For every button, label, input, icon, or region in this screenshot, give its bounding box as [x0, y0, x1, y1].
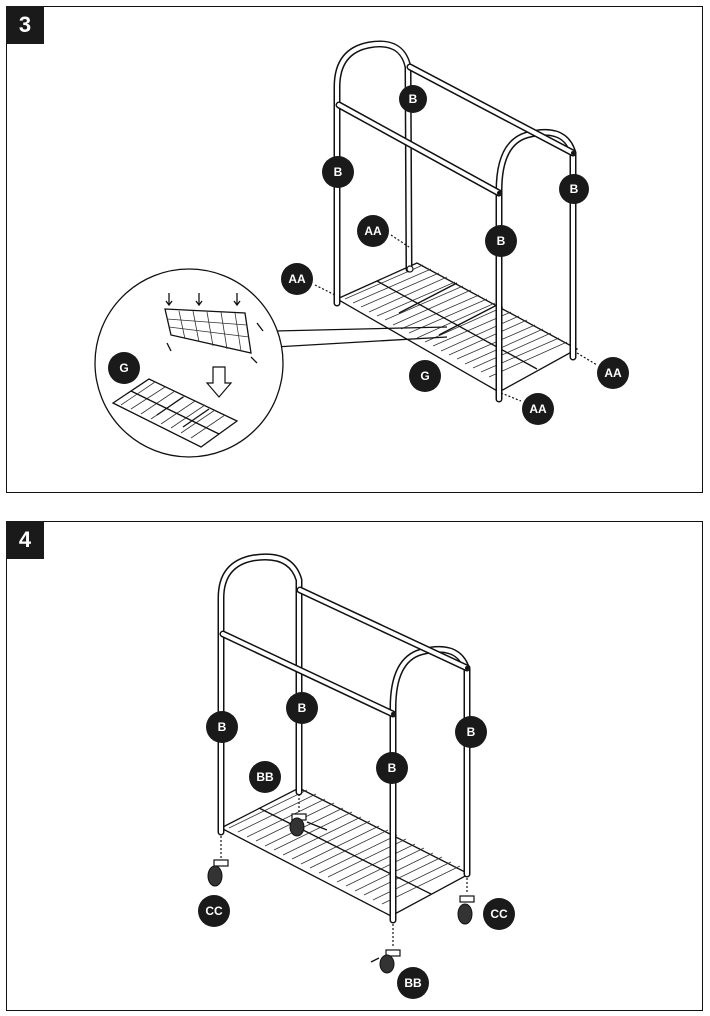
- svg-text:BB: BB: [404, 976, 422, 990]
- svg-text:AA: AA: [529, 402, 547, 416]
- label-aa-front: AA: [522, 393, 554, 425]
- svg-text:CC: CC: [205, 904, 223, 918]
- svg-text:B: B: [334, 165, 343, 179]
- svg-text:CC: CC: [490, 907, 508, 921]
- svg-text:AA: AA: [288, 272, 306, 286]
- svg-text:G: G: [119, 361, 128, 375]
- svg-text:BB: BB: [256, 770, 274, 784]
- step-number-3: 3: [6, 6, 44, 44]
- frame-b: [217, 553, 471, 924]
- label-b-top: B: [399, 85, 427, 113]
- screw-leaders: [314, 234, 598, 402]
- label-cc-right: CC: [483, 898, 515, 930]
- label-aa-back: AA: [357, 215, 389, 247]
- shelf: [219, 787, 471, 917]
- svg-text:B: B: [218, 720, 227, 734]
- label-b-front: B: [485, 225, 517, 257]
- label-g-main: G: [409, 360, 441, 392]
- label-bb-top: BB: [249, 761, 281, 793]
- step-3-panel: 3: [6, 6, 703, 493]
- svg-text:B: B: [467, 725, 476, 739]
- svg-text:B: B: [298, 701, 307, 715]
- svg-text:AA: AA: [604, 366, 622, 380]
- label-b-right: B: [559, 174, 589, 204]
- step-4-panel: 4: [6, 521, 703, 1011]
- caster-front-bb: [370, 924, 401, 974]
- svg-text:B: B: [570, 182, 579, 196]
- label-bb-bottom: BB: [397, 967, 429, 999]
- svg-text:B: B: [388, 761, 397, 775]
- label-aa-right: AA: [597, 357, 629, 389]
- label-b-right: B: [455, 716, 487, 748]
- step-4-illustration: B B B B BB BB CC CC: [198, 553, 515, 999]
- frame-b: [333, 40, 577, 403]
- caster-back-bb: [289, 794, 328, 837]
- detail-inset: [94, 268, 448, 458]
- step-3-illustration: B B B B AA AA AA AA: [94, 40, 629, 458]
- shelf-g: [335, 262, 579, 393]
- svg-text:B: B: [497, 234, 506, 248]
- svg-text:B: B: [409, 92, 418, 106]
- step-number-4: 4: [6, 521, 44, 559]
- label-cc-left: CC: [198, 895, 230, 927]
- svg-text:AA: AA: [364, 224, 382, 238]
- label-b-left: B: [322, 156, 354, 188]
- caster-right-cc: [457, 878, 475, 925]
- svg-text:G: G: [420, 369, 429, 383]
- label-g-inset: G: [108, 352, 140, 384]
- caster-left-cc: [207, 836, 229, 887]
- label-b-back: B: [286, 692, 318, 724]
- label-aa-left: AA: [281, 263, 313, 295]
- label-b-left: B: [206, 711, 238, 743]
- label-b-front: B: [376, 752, 408, 784]
